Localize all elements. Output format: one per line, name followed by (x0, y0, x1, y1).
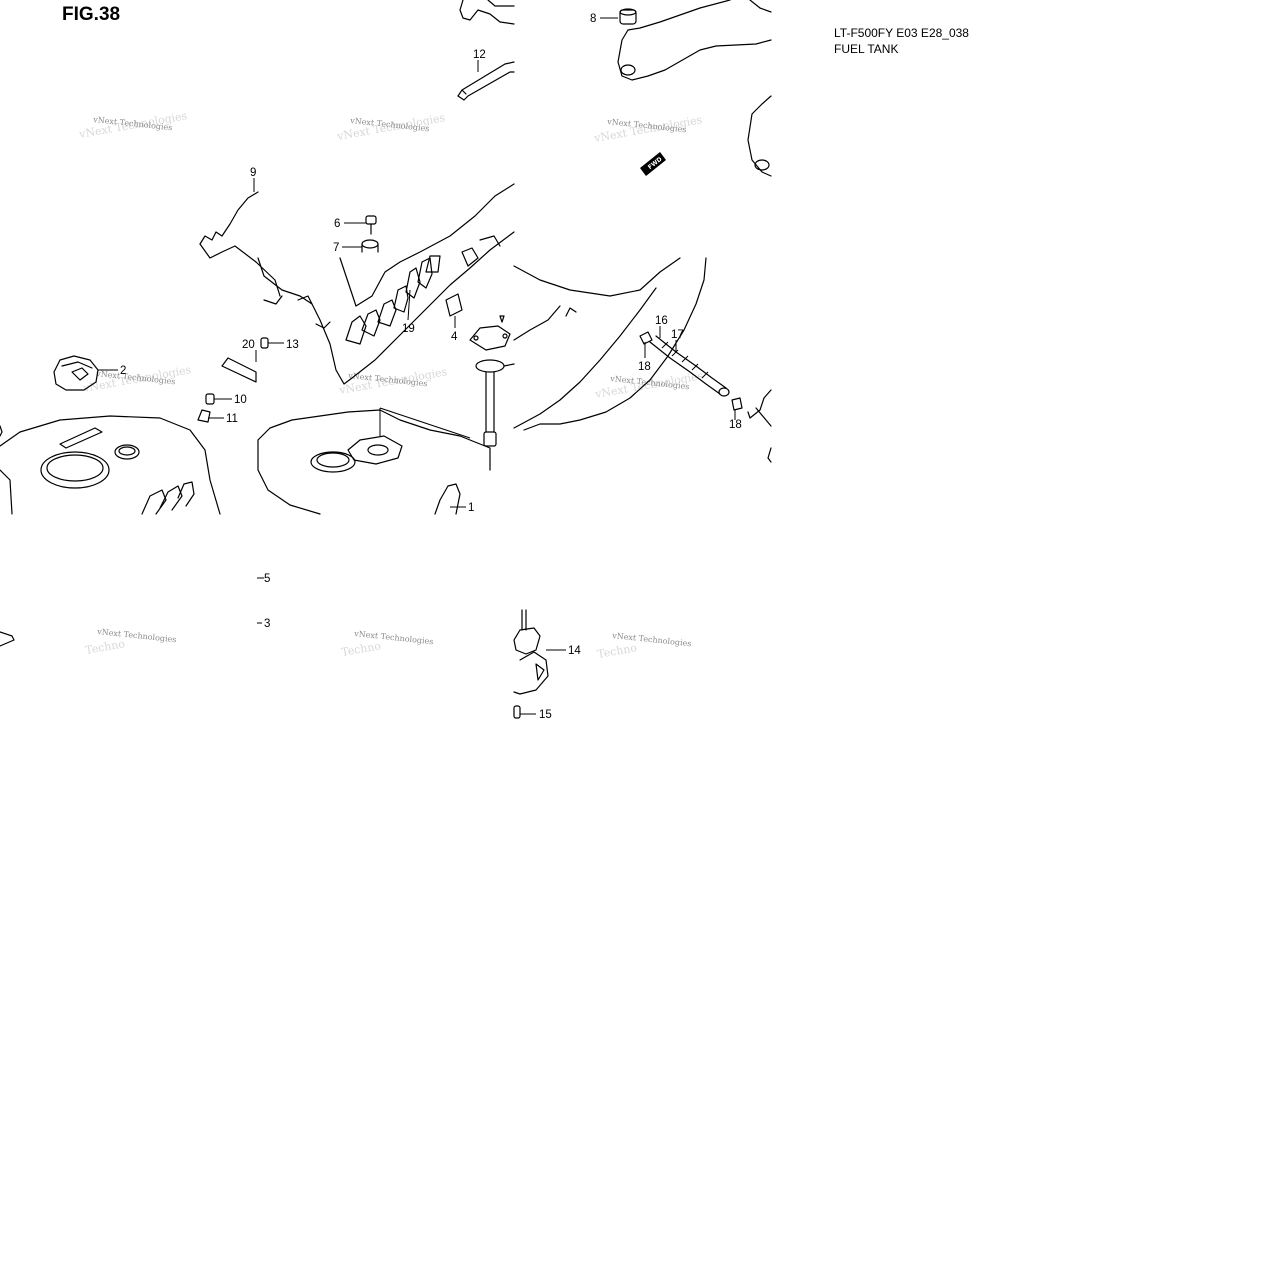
part-16-clamp (639, 331, 653, 345)
left-fuel-tank-view (0, 415, 221, 515)
callout-15: 15 (539, 709, 552, 721)
callout-18: 18 (638, 361, 651, 373)
part-1-fuel-tank (257, 407, 491, 515)
part-4-label (445, 293, 463, 317)
part-14-fuel-valve (513, 609, 549, 695)
callout-numbers: 1 2 3 4 5 6 7 8 9 10 11 12 13 14 15 16 1… (120, 13, 742, 721)
leader-lines (98, 17, 736, 715)
callout-19: 19 (402, 323, 415, 335)
watermark-text: Techno (596, 641, 638, 661)
quadrunner-decal (345, 255, 441, 345)
section-title: FUEL TANK (834, 42, 899, 56)
part-2-fuel-cap (53, 355, 99, 391)
callout-6: 6 (334, 218, 340, 230)
callout-20: 20 (242, 339, 255, 351)
watermark-text: Techno (84, 637, 126, 657)
callout-5: 5 (264, 573, 270, 585)
watermark-text: Techno (340, 639, 382, 659)
callout-13: 13 (286, 339, 299, 351)
frame-right-center (513, 257, 772, 463)
callout-1: 1 (468, 502, 474, 514)
callout-14: 14 (568, 645, 581, 657)
figure-title: FIG.38 (62, 4, 121, 25)
callout-3: 3 (264, 618, 270, 630)
part-20-strip (221, 357, 257, 383)
callout-2: 2 (120, 365, 126, 377)
bracket-fragment (459, 0, 515, 25)
part-11-clip (197, 409, 211, 423)
callout-16: 16 (655, 315, 668, 327)
part-6-bolt (365, 215, 377, 235)
callout-4: 4 (451, 331, 458, 343)
part-17-hose (649, 335, 730, 397)
callout-9: 9 (250, 167, 256, 179)
callout-12: 12 (473, 49, 486, 61)
part-12-bracket (457, 61, 515, 101)
strip-fragment (0, 631, 15, 647)
callout-10: 10 (234, 394, 247, 406)
fwd-arrow-icon: FWD (640, 152, 666, 176)
watermark-group: vNext Technologies vNext Technologies vN… (77, 109, 704, 661)
tank-cover-panel (257, 183, 515, 385)
callout-17: 17 (671, 329, 684, 341)
quadrunner-decal-left (141, 481, 195, 515)
fuel-gauge-plate (469, 315, 511, 351)
frame-top-right (617, 0, 772, 177)
part-13-nut (260, 337, 269, 349)
model-code: LT-F500FY E03 E28_038 (834, 26, 969, 40)
part-9-front-cover (199, 191, 281, 297)
fuel-gauge-sender (475, 359, 515, 447)
callout-8: 8 (590, 13, 596, 25)
part-8-grommet (619, 8, 637, 25)
part-15-screw (513, 705, 521, 719)
callout-18: 18 (729, 419, 742, 431)
callout-11: 11 (226, 413, 238, 425)
part-10-bolt (205, 393, 215, 405)
callout-7: 7 (333, 242, 339, 254)
part-18-clamp (731, 397, 743, 411)
part-7-collar (361, 239, 379, 253)
